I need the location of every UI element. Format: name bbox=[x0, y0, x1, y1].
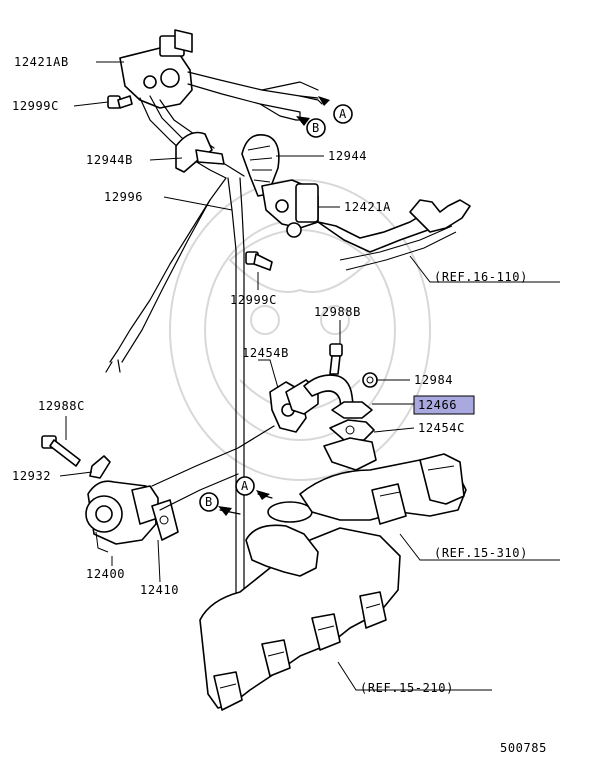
bolt-12999c-top bbox=[107, 95, 133, 109]
gasket-12454c bbox=[329, 419, 375, 441]
clip-12932 bbox=[89, 455, 111, 479]
callout-a-top: A bbox=[339, 107, 347, 121]
label-ref-15-310: (REF.15-310) bbox=[434, 546, 528, 560]
vacuum-hose-upper-2 bbox=[187, 83, 301, 113]
bracket-assembly bbox=[317, 199, 471, 271]
label-ref-16-110: (REF.16-110) bbox=[434, 270, 528, 284]
label-12454b: 12454B bbox=[242, 346, 289, 360]
label-12984: 12984 bbox=[414, 373, 453, 387]
bolt-12988b bbox=[329, 343, 343, 375]
label-12421ab: 12421AB bbox=[14, 55, 69, 69]
label-12999c-top: 12999C bbox=[12, 99, 59, 113]
label-12944b: 12944B bbox=[86, 153, 133, 167]
egr-valve-12400 bbox=[85, 480, 159, 553]
label-ref-15-210: (REF.15-210) bbox=[360, 681, 454, 695]
label-12421a: 12421A bbox=[344, 200, 391, 214]
solenoid-valve-12421a bbox=[261, 179, 319, 238]
label-12944: 12944 bbox=[328, 149, 367, 163]
label-12999c-mid: 12999C bbox=[230, 293, 277, 307]
solenoid-valve-12421ab bbox=[119, 29, 193, 109]
label-12988c: 12988C bbox=[38, 399, 85, 413]
bolt-12999c-mid bbox=[245, 251, 273, 271]
label-12466: 12466 bbox=[418, 398, 457, 412]
label-12932: 12932 bbox=[12, 469, 51, 483]
highlight-12466 bbox=[413, 395, 475, 415]
callout-b-mid: B bbox=[205, 495, 213, 509]
callout-arrows-top: A B bbox=[296, 96, 353, 138]
label-12988b: 12988B bbox=[314, 305, 361, 319]
label-12400: 12400 bbox=[86, 567, 125, 581]
label-12410: 12410 bbox=[140, 583, 179, 597]
egr-pipe-12466 bbox=[285, 374, 373, 419]
label-12996: 12996 bbox=[104, 190, 143, 204]
intake-manifold bbox=[299, 453, 467, 525]
exhaust-manifold bbox=[199, 501, 401, 711]
callout-arrows-mid: A B bbox=[199, 476, 273, 516]
diagram-number: 500785 bbox=[500, 741, 547, 755]
vacuum-hose-upper bbox=[187, 71, 301, 97]
callout-b-top: B bbox=[312, 121, 320, 135]
hose-clip-12944b bbox=[175, 131, 225, 173]
callout-a-mid: A bbox=[241, 479, 249, 493]
egr-flange-seat bbox=[323, 437, 377, 471]
label-12454c: 12454C bbox=[418, 421, 465, 435]
leader-lines bbox=[59, 61, 560, 691]
nut-12984 bbox=[362, 372, 378, 388]
gasket-12410 bbox=[151, 499, 179, 541]
bolt-12988c bbox=[41, 435, 81, 467]
band-clamp-12944 bbox=[241, 134, 280, 197]
